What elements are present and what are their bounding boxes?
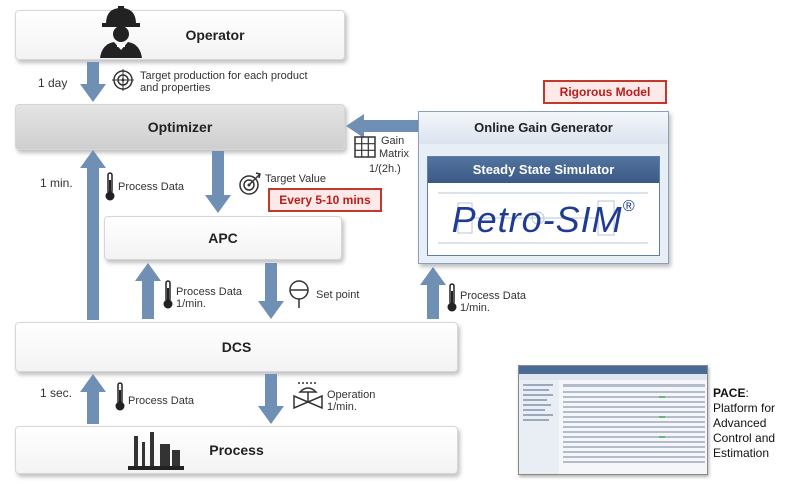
operator-label: Operator: [185, 27, 245, 43]
process-label: Process: [209, 442, 264, 458]
set-point-icon: [288, 280, 310, 308]
target-value-icon: [238, 172, 262, 196]
label-1-day: 1 day: [38, 76, 68, 90]
flowsheet-background: [438, 192, 648, 244]
online-gain-generator-title: Online Gain Generator: [419, 112, 668, 144]
valve-icon: [292, 380, 324, 412]
arrow-optimizer-to-apc: [205, 151, 231, 213]
operator-icon: [96, 4, 146, 58]
label-gain-rate: 1/(2h.): [369, 163, 401, 175]
label-process-data-optimizer: Process Data: [118, 181, 185, 193]
operator-box: Operator: [15, 10, 345, 60]
pace-line-2: Advanced: [713, 416, 767, 430]
pace-screenshot: [518, 365, 708, 475]
petro-sim-logo: Petro-SIM®: [451, 198, 636, 240]
label-process-data-ogg-rate: 1/min.: [460, 302, 490, 314]
factory-icon: [128, 430, 184, 470]
arrow-process-to-dcs: [80, 374, 106, 424]
target-icon: [112, 69, 134, 91]
label-1-min: 1 min.: [40, 176, 73, 190]
badge-every-5-10-mins: Every 5-10 mins: [268, 188, 382, 212]
thermometer-icon: [162, 280, 174, 310]
label-process-data-apc: Process Data: [176, 286, 243, 298]
pace-description: PACE: Platform for Advanced Control and …: [713, 386, 776, 460]
optimizer-box: Optimizer: [15, 104, 345, 150]
label-target-value: Target Value: [265, 173, 326, 185]
label-process-data-ogg: Process Data: [460, 290, 527, 302]
dcs-box: DCS: [15, 322, 458, 372]
pace-line-3: Control and: [713, 431, 776, 445]
steady-state-simulator-title: Steady State Simulator: [428, 157, 659, 183]
pace-title: PACE: [713, 386, 746, 400]
process-box: Process: [15, 426, 458, 474]
arrow-apc-to-dcs: [258, 263, 284, 319]
dcs-label: DCS: [221, 339, 252, 355]
label-process-data-process: Process Data: [128, 395, 195, 407]
label-target-production-2: and properties: [140, 82, 211, 94]
label-matrix: Matrix: [379, 148, 409, 160]
arrow-dcs-to-optimizer: [80, 150, 106, 320]
badge-rigorous-model: Rigorous Model: [543, 80, 667, 104]
label-gain: Gain: [381, 135, 405, 147]
gain-matrix-icon: [354, 136, 376, 158]
thermometer-icon: [114, 382, 126, 412]
arrow-gain-to-optimizer: [346, 114, 418, 138]
label-operation-rate: 1/min.: [327, 401, 357, 413]
pace-screenshot-graphic: [519, 366, 707, 474]
arrow-dcs-to-process: [258, 374, 284, 424]
apc-label: APC: [208, 230, 238, 246]
online-gain-generator-panel: Online Gain Generator Steady State Simul…: [418, 111, 669, 264]
optimizer-label: Optimizer: [147, 119, 213, 135]
thermometer-icon: [104, 172, 116, 202]
label-1-sec: 1 sec.: [40, 386, 73, 400]
label-target-production-1: Target production for each product: [140, 70, 308, 82]
label-set-point: Set point: [316, 289, 360, 301]
arrow-dcs-to-gain-generator: [420, 267, 446, 319]
pace-line-4: Estimation: [713, 446, 770, 460]
label-process-data-apc-rate: 1/min.: [176, 298, 206, 310]
apc-box: APC: [104, 216, 342, 260]
arrow-dcs-to-apc: [135, 263, 161, 319]
arrow-operator-to-optimizer: [80, 62, 106, 102]
pace-line-1: Platform for: [713, 401, 776, 415]
thermometer-icon: [446, 283, 458, 313]
label-operation: Operation: [327, 389, 376, 401]
steady-state-simulator: Steady State Simulator Petro-SIM®: [427, 156, 660, 256]
